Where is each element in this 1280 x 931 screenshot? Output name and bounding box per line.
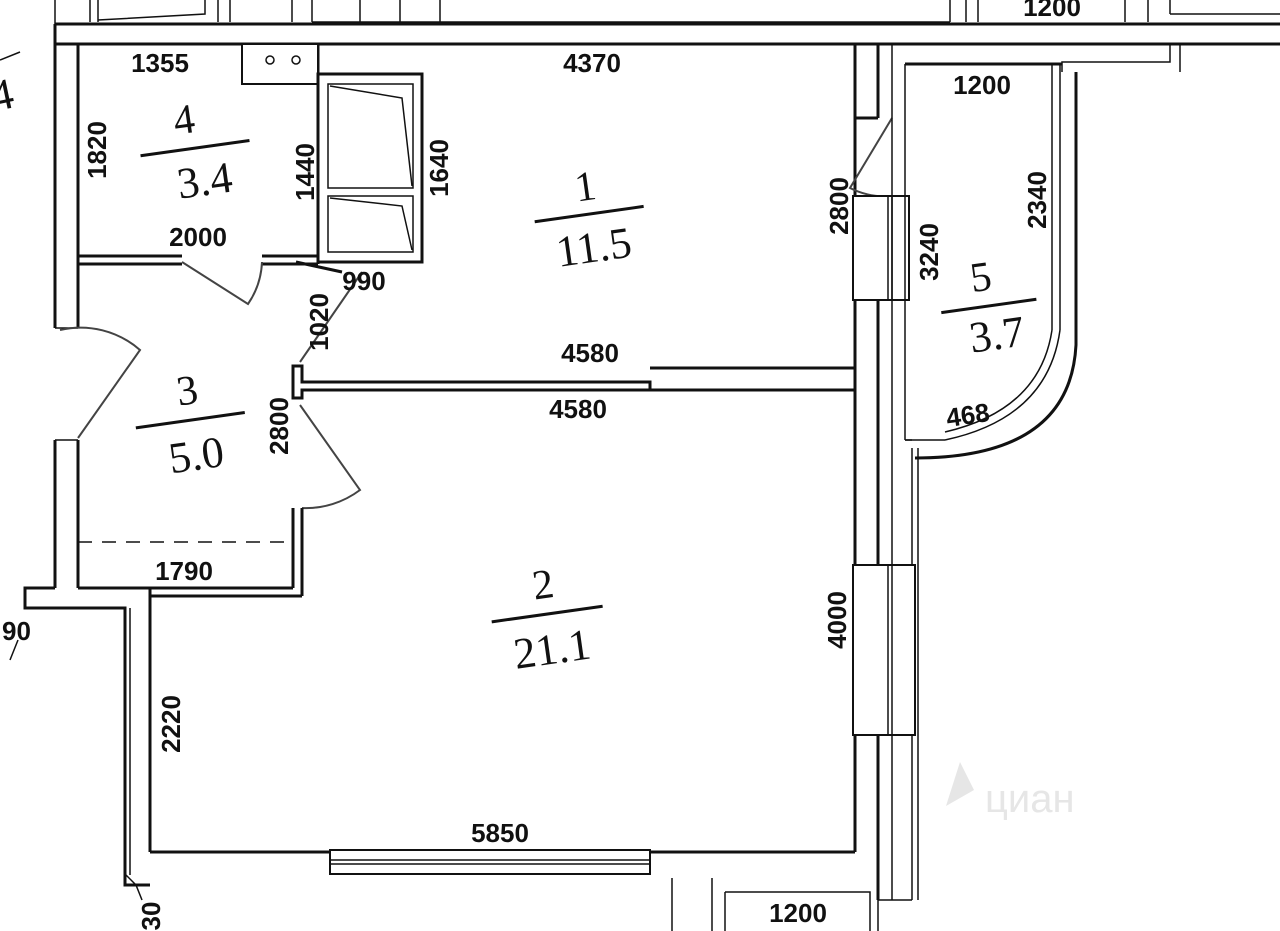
dimension-labels: 1355 4370 1200 1200 1200 2000 990 4580 4… (0, 0, 1081, 930)
living-bottom (125, 849, 912, 931)
dim-edge-30: 30 (136, 902, 166, 931)
room-label-4: 4 3.4 (140, 96, 250, 209)
dim-2220: 2220 (156, 695, 186, 753)
dim-4000: 4000 (822, 591, 852, 649)
room-number: 5 (967, 254, 994, 302)
dim-edge-90: 90 (2, 616, 31, 646)
dim-1020: 1020 (304, 293, 334, 351)
room-label-2: 2 21.1 (491, 561, 603, 679)
balcony (905, 62, 1078, 460)
right-walls (852, 44, 919, 900)
storage (316, 72, 424, 264)
dim-5850: 5850 (471, 818, 529, 848)
dim-3240: 3240 (914, 223, 944, 281)
logo-icon (946, 762, 974, 806)
room-label-5: 5 3.7 (941, 254, 1037, 363)
left-edge (0, 51, 21, 661)
dim-top-1200: 1200 (1023, 0, 1081, 22)
room-area: 11.5 (553, 218, 634, 277)
dim-1790: 1790 (155, 556, 213, 586)
balcony-door (848, 117, 910, 301)
dim-edge-4: 4 (0, 69, 18, 122)
watermark-text: циан (985, 777, 1075, 821)
room-label-3: 3 5.0 (135, 367, 245, 483)
sink-icon (241, 43, 319, 85)
room-number: 3 (174, 367, 201, 415)
kitchen-walls (291, 44, 880, 400)
hallway (59, 326, 362, 598)
dim-1820: 1820 (82, 121, 112, 179)
room-area: 21.1 (511, 620, 594, 679)
dim-living-4580: 4580 (549, 394, 607, 424)
watermark: циан (946, 762, 1075, 821)
room-area: 3.4 (174, 153, 235, 209)
room-label-1: 1 11.5 (534, 163, 644, 277)
dim-1355: 1355 (131, 48, 189, 78)
room-area: 3.7 (966, 307, 1027, 363)
dim-2000: 2000 (169, 222, 227, 252)
room-area: 5.0 (166, 427, 227, 483)
dim-468: 468 (944, 397, 991, 433)
dim-1640: 1640 (424, 139, 454, 197)
dim-kitchen-2800: 2800 (824, 177, 854, 235)
dim-kitchen-4580: 4580 (561, 338, 619, 368)
dim-hall-2800: 2800 (264, 397, 294, 455)
dim-bottom-1200: 1200 (769, 898, 827, 928)
dim-2340: 2340 (1022, 171, 1052, 229)
room-number: 2 (530, 561, 557, 609)
room-number: 1 (572, 163, 599, 211)
dim-balcony-1200: 1200 (953, 70, 1011, 100)
room-number: 4 (170, 96, 197, 144)
dim-990: 990 (342, 266, 385, 296)
dim-1440: 1440 (290, 143, 320, 201)
dim-4370: 4370 (563, 48, 621, 78)
top-strip (54, 0, 1280, 72)
